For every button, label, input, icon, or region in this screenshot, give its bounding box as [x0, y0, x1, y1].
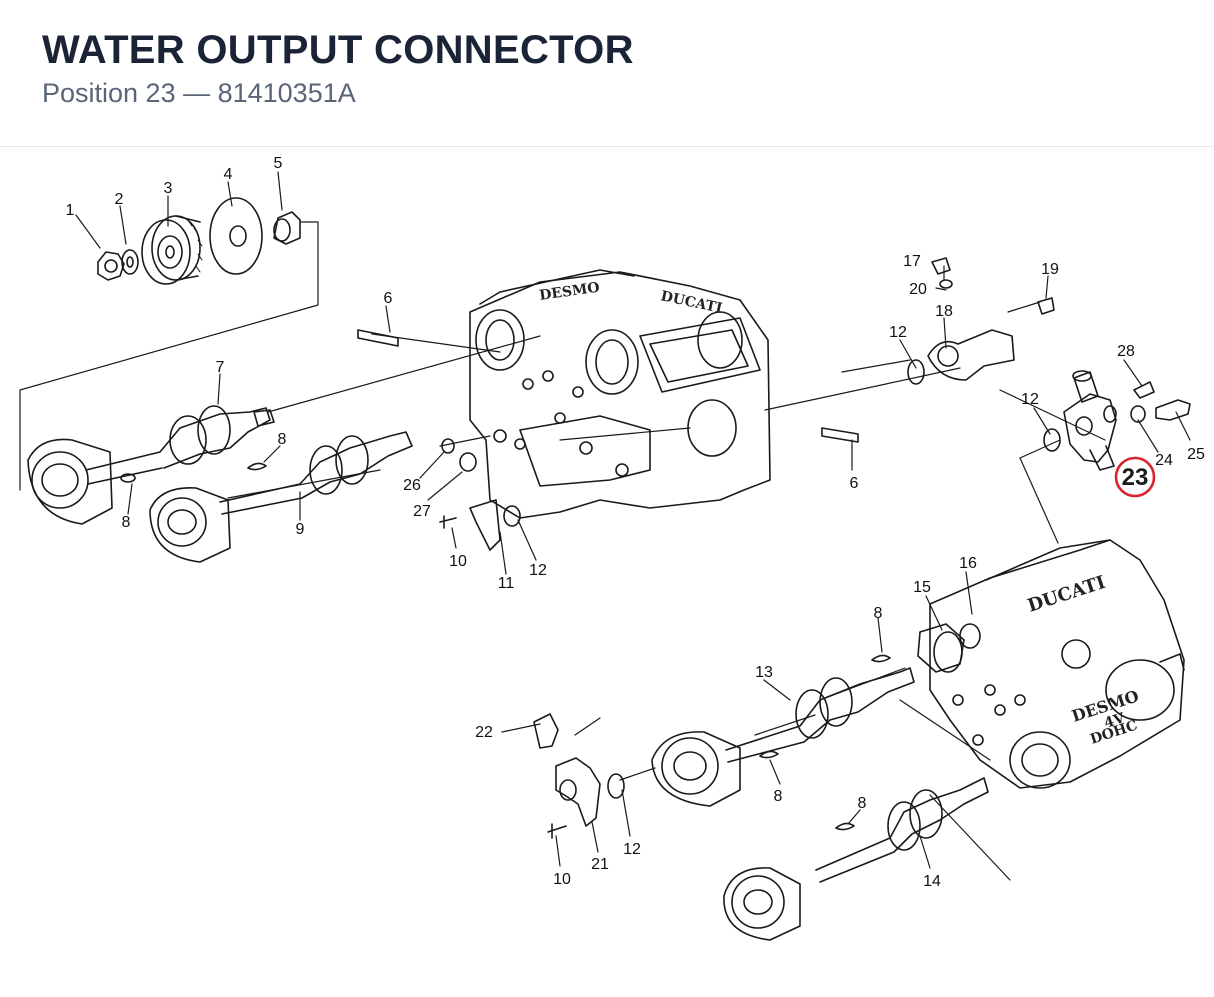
- callout-21: 21: [591, 856, 609, 873]
- engraving-brand: DUCATI: [1025, 572, 1108, 617]
- callout-19: 19: [1041, 261, 1059, 278]
- highlight-callout-23: 23: [1114, 456, 1156, 498]
- page-title: WATER OUTPUT CONNECTOR: [42, 28, 634, 72]
- rear-cylinder-head: DESMO DUCATI: [469, 269, 771, 519]
- callout-1: 1: [66, 202, 75, 219]
- callout-12b: 12: [889, 324, 907, 341]
- exploded-parts-diagram: DESMO DUCATI: [0, 147, 1214, 997]
- callout-6b: 6: [850, 475, 859, 492]
- highlight-label: 23: [1122, 464, 1149, 491]
- callout-4: 4: [224, 166, 233, 183]
- callout-10b: 10: [553, 871, 571, 888]
- part-subtitle: Position 23 — 81410351A: [42, 78, 356, 108]
- front-camshaft-assemblies: [651, 623, 989, 941]
- callout-16: 16: [959, 555, 977, 572]
- callout-24: 24: [1155, 452, 1173, 469]
- leader-lines: [19, 171, 1191, 881]
- water-output-connector-23: [1043, 370, 1191, 471]
- callout-8b: 8: [122, 514, 131, 531]
- callout-8c: 8: [874, 605, 883, 622]
- callout-12c: 12: [1021, 391, 1039, 408]
- callout-26: 26: [403, 477, 421, 494]
- callout-8d: 8: [774, 788, 783, 805]
- callout-11: 11: [498, 575, 515, 592]
- callout-5: 5: [274, 155, 283, 172]
- callout-20: 20: [909, 281, 927, 298]
- callout-12a: 12: [529, 562, 547, 579]
- engraving-line2: 4V: [1102, 710, 1128, 732]
- callout-7: 7: [216, 359, 225, 376]
- rear-camshaft-assemblies: [27, 405, 413, 563]
- callout-18: 18: [935, 303, 953, 320]
- callout-12d: 12: [623, 841, 641, 858]
- callout-9: 9: [296, 521, 305, 538]
- callout-15: 15: [913, 579, 931, 596]
- thermostat-water-outlet: [907, 257, 1055, 385]
- highlight-ring: [1114, 456, 1156, 498]
- callout-8e: 8: [858, 795, 867, 812]
- diagram-canvas: DESMO DUCATI: [19, 155, 1205, 941]
- callout-27: 27: [413, 503, 431, 520]
- callout-14: 14: [923, 873, 941, 890]
- head-small-parts: [357, 329, 859, 551]
- callout-labels: 1 2 3 4 5 6 6 7 8 8 8 8 8 9 10 10 11 12 …: [66, 155, 1205, 890]
- callout-28: 28: [1117, 343, 1135, 360]
- callout-6a: 6: [384, 290, 393, 307]
- svg-text:DESMO: DESMO: [538, 280, 600, 304]
- front-cylinder-head: DUCATI DESMO 4V DOHC: [929, 539, 1185, 789]
- water-inlet-assembly: [533, 713, 625, 839]
- callout-8a: 8: [278, 431, 287, 448]
- callout-25: 25: [1187, 446, 1205, 463]
- callout-22: 22: [475, 724, 493, 741]
- callout-17: 17: [903, 253, 921, 270]
- callout-3: 3: [164, 180, 173, 197]
- header: WATER OUTPUT CONNECTOR Position 23 — 814…: [0, 0, 1214, 147]
- callout-13: 13: [755, 664, 773, 681]
- callout-2: 2: [115, 191, 124, 208]
- callout-10a: 10: [449, 553, 467, 570]
- timing-gear-assembly: [97, 197, 301, 285]
